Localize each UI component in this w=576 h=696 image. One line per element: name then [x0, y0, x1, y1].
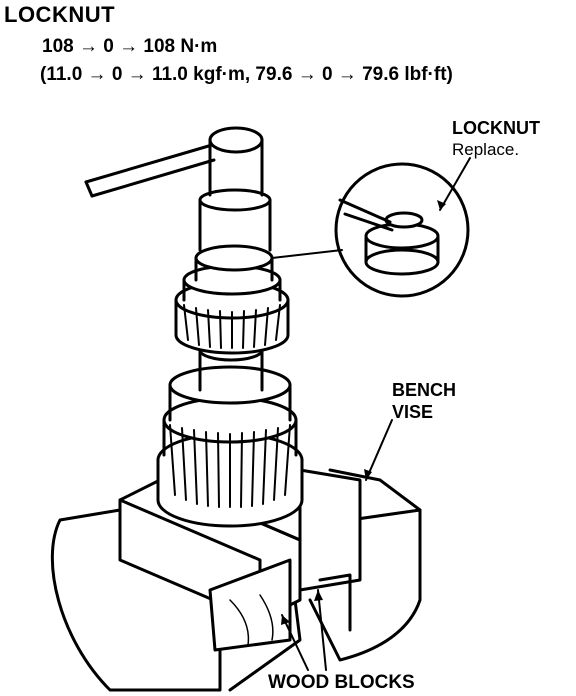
wood-blocks-leader-left — [281, 614, 309, 671]
diagram-title: LOCKNUT — [4, 2, 116, 27]
locknut-detail-inset — [334, 162, 470, 298]
bench-vise-label-line1: BENCH — [392, 380, 457, 400]
wood-blocks-label: WOOD BLOCKS — [268, 672, 415, 693]
torque-spec-alt-units: (11.0 → 0 → 11.0 kgf·m, 79.6 → 0 → 79.6 … — [40, 64, 453, 85]
wood-blocks-leader-right — [317, 589, 327, 671]
locknut-callout-leader — [439, 157, 471, 211]
lower-gear — [156, 365, 304, 528]
bench-vise-leader — [365, 419, 393, 481]
inset-connector-line — [271, 249, 343, 259]
locknut-socket — [194, 126, 274, 282]
wood-blocks — [118, 468, 362, 652]
bench-vise-label-line2: VISE — [392, 402, 434, 422]
torque-spec-nm: 108 → 0 → 108 N·m — [42, 36, 218, 57]
inset-locknut-label: LOCKNUT — [452, 118, 540, 138]
inset-replace-note: Replace. — [452, 140, 520, 159]
leader-lines — [271, 157, 471, 671]
upper-gear — [174, 264, 290, 355]
torque-wrench — [84, 143, 216, 198]
